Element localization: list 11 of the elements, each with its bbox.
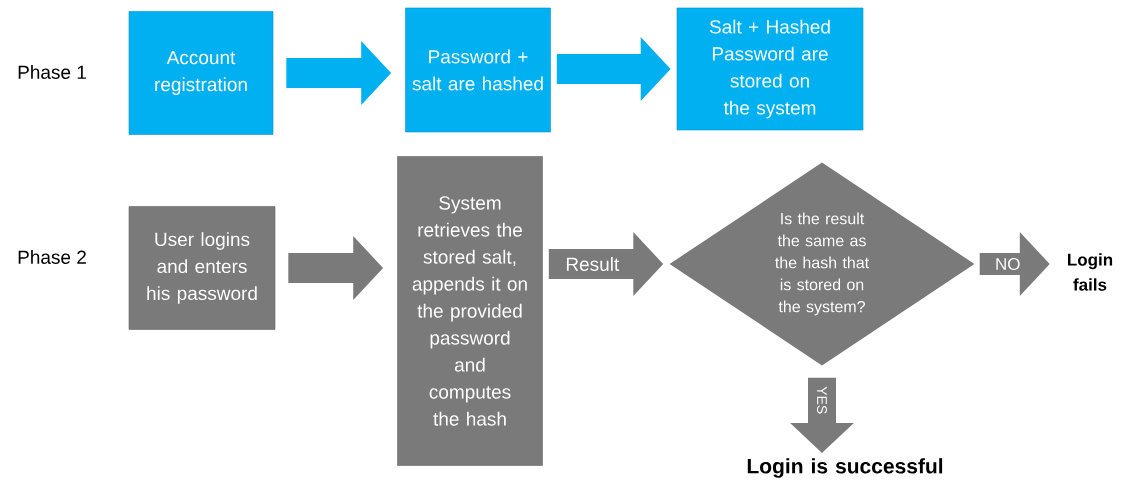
outcome-text: Login fails	[1068, 253, 1113, 291]
process-box: System retrieves the stored salt, appends it on the provided password and computes the hash	[397, 156, 543, 466]
process-box: Account registration	[128, 11, 274, 135]
phase-label: Phase 2	[18, 250, 86, 264]
phase-label: Phase 1	[18, 65, 86, 79]
outcome-text: Login is successful	[747, 458, 943, 478]
process-box: Salt + Hashed Password are stored on the system	[676, 7, 864, 131]
edge-label: YES	[816, 385, 828, 416]
process-box: User logins and enters his password	[128, 206, 276, 330]
edge-label: Result	[564, 256, 621, 272]
process-box: Password + salt are hashed	[405, 7, 551, 133]
